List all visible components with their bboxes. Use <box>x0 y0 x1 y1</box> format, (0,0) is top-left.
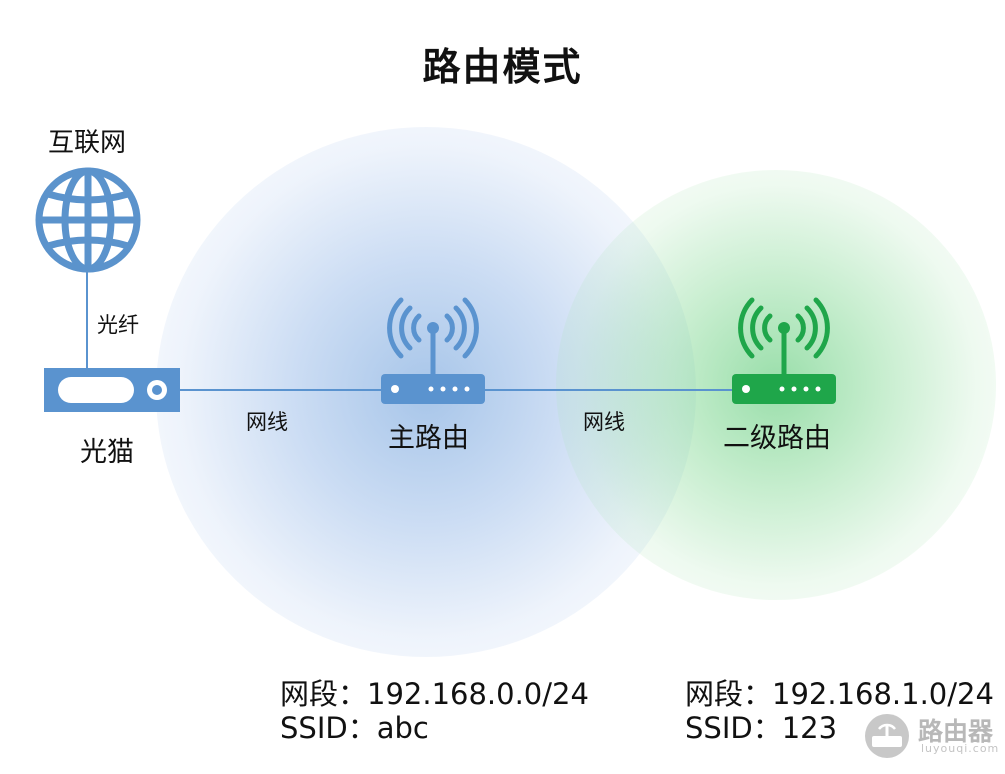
modem-label: 光猫 <box>80 437 134 468</box>
modem-to-main-cable <box>178 389 382 391</box>
main-network-ssid: SSID：abc <box>280 711 429 745</box>
main-router-wifi-icon <box>381 297 485 404</box>
watermark-site: luyouqi.com <box>921 742 1000 755</box>
watermark-name: 路由器 <box>918 717 994 746</box>
modem-icon <box>44 368 180 412</box>
internet-label: 互联网 <box>48 128 127 158</box>
globe-icon <box>35 167 141 273</box>
secondary-router-label: 二级路由 <box>723 423 831 454</box>
watermark-router-icon <box>865 714 909 758</box>
fiber-line <box>86 268 88 372</box>
secondary-network-ssid: SSID：123 <box>685 711 838 745</box>
cable-label-main-secondary: 网线 <box>583 410 625 434</box>
fiber-label: 光纤 <box>97 313 139 337</box>
secondary-network-segment: 网段：192.168.1.0/24 <box>685 677 994 711</box>
main-to-secondary-cable <box>485 389 733 391</box>
main-router-label: 主路由 <box>388 423 469 454</box>
cable-label-modem-main: 网线 <box>246 410 288 434</box>
diagram-title: 路由模式 <box>422 45 583 89</box>
secondary-router-wifi-icon <box>732 297 836 404</box>
main-network-segment: 网段：192.168.0.0/24 <box>280 677 589 711</box>
